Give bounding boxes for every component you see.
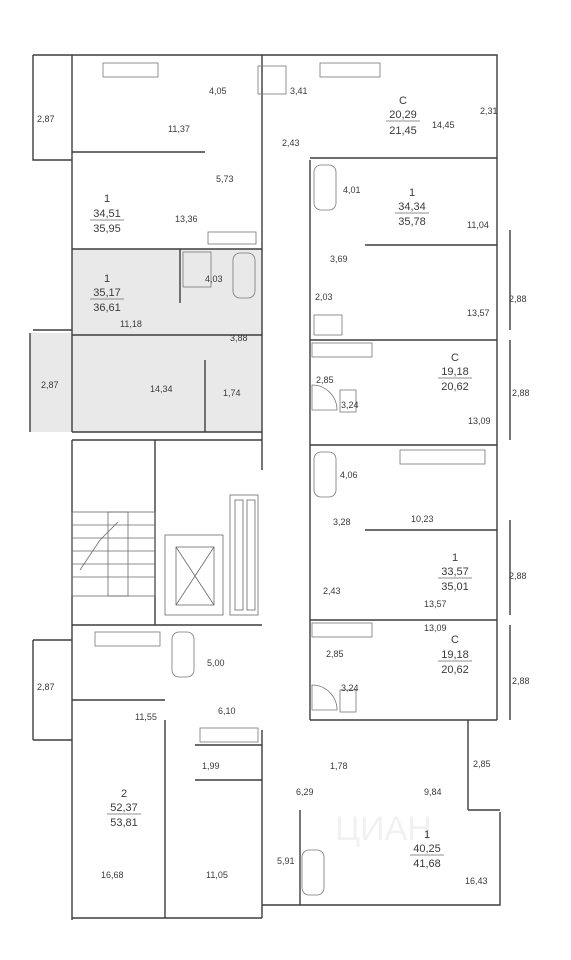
apartment-type: С bbox=[451, 352, 459, 364]
total-area: 36,61 bbox=[93, 302, 121, 314]
apartment-label-2: 2 52,37 53,81 bbox=[107, 788, 141, 829]
total-area: 21,45 bbox=[389, 125, 417, 137]
living-area: 35,17 bbox=[93, 287, 121, 299]
apartment-type: С bbox=[451, 634, 459, 646]
room-area: 14,45 bbox=[432, 120, 455, 130]
room-area: 10,23 bbox=[411, 514, 434, 524]
room-area: 11,37 bbox=[168, 124, 190, 134]
room-area: 2,88 bbox=[509, 571, 527, 581]
room-area: 3,41 bbox=[290, 86, 308, 96]
living-area: 33,57 bbox=[441, 566, 469, 578]
living-area: 19,18 bbox=[441, 649, 469, 661]
room-area: 2,87 bbox=[41, 380, 59, 390]
room-area: 2,88 bbox=[509, 294, 527, 304]
apartment-label-c-top: С 20,29 21,45 bbox=[386, 95, 420, 137]
room-area: 2,31 bbox=[480, 106, 498, 116]
selected-apartment-highlight bbox=[30, 249, 262, 432]
room-area: 3,88 bbox=[230, 333, 248, 343]
total-area: 20,62 bbox=[441, 381, 469, 393]
room-area: 6,10 bbox=[218, 706, 236, 716]
living-area: 34,34 bbox=[398, 201, 426, 213]
room-area: 1,74 bbox=[223, 388, 241, 398]
total-area: 35,01 bbox=[441, 581, 469, 593]
total-area: 35,78 bbox=[398, 216, 426, 228]
room-area: 5,00 bbox=[207, 658, 225, 668]
room-area: 13,36 bbox=[175, 214, 198, 224]
room-area: 13,57 bbox=[424, 599, 447, 609]
room-area: 3,24 bbox=[341, 683, 359, 693]
room-area: 13,57 bbox=[467, 308, 490, 318]
apartment-label-1-b: 1 34,34 35,78 bbox=[395, 187, 429, 228]
fixtures bbox=[94, 62, 486, 896]
room-area: 5,73 bbox=[216, 174, 234, 184]
apartment-type: 1 bbox=[104, 273, 110, 285]
elevator-shaft bbox=[164, 494, 259, 616]
room-area: 1,78 bbox=[330, 761, 348, 771]
apartment-type: С bbox=[399, 95, 407, 107]
room-area: 2,85 bbox=[316, 375, 334, 385]
room-area: 16,43 bbox=[465, 876, 488, 886]
living-area: 40,25 bbox=[413, 843, 441, 855]
apartment-label-1-c: 1 33,57 35,01 bbox=[438, 552, 472, 593]
room-area: 2,88 bbox=[512, 676, 530, 686]
apartment-type: 1 bbox=[424, 829, 430, 841]
room-area-labels: 2,87 4,05 3,41 2,43 14,45 2,31 11,37 5,7… bbox=[37, 86, 530, 886]
apartment-label-1-d: 1 40,25 41,68 bbox=[410, 829, 444, 870]
room-area: 9,84 bbox=[424, 787, 442, 797]
room-area: 4,06 bbox=[340, 470, 358, 480]
watermark: ЦИАН bbox=[335, 810, 432, 848]
apartment-label-1-a: 1 34,51 35,95 bbox=[90, 193, 124, 235]
room-area: 6,29 bbox=[296, 787, 314, 797]
apartment-type: 2 bbox=[121, 788, 127, 800]
room-area: 1,99 bbox=[202, 761, 220, 771]
living-area: 19,18 bbox=[441, 366, 469, 378]
room-area: 2,88 bbox=[512, 388, 530, 398]
total-area: 53,81 bbox=[110, 817, 138, 829]
total-area: 41,68 bbox=[413, 858, 441, 870]
living-area: 20,29 bbox=[389, 109, 417, 121]
staircase bbox=[71, 511, 156, 597]
room-area: 2,85 bbox=[473, 759, 491, 769]
room-area: 3,28 bbox=[333, 517, 351, 527]
living-area: 52,37 bbox=[110, 802, 138, 814]
room-area: 2,43 bbox=[282, 138, 300, 148]
room-area: 3,24 bbox=[341, 400, 359, 410]
apartment-type: 1 bbox=[452, 552, 458, 564]
total-area: 20,62 bbox=[441, 664, 469, 676]
apartment-label-1-selected: 1 35,17 36,61 bbox=[90, 273, 124, 314]
room-area: 4,05 bbox=[209, 86, 227, 96]
room-area: 2,87 bbox=[37, 682, 55, 692]
room-area: 11,18 bbox=[120, 319, 142, 329]
room-area: 13,09 bbox=[424, 623, 447, 633]
room-area: 2,87 bbox=[37, 114, 55, 124]
room-area: 2,03 bbox=[315, 292, 333, 302]
total-area: 35,95 bbox=[93, 223, 121, 235]
room-area: 3,69 bbox=[330, 254, 348, 264]
building-outline bbox=[29, 54, 511, 920]
room-area: 16,68 bbox=[101, 870, 124, 880]
apartment-labels: С 20,29 21,45 1 34,51 35,95 1 34,34 35,7… bbox=[90, 95, 472, 870]
room-area: 2,43 bbox=[323, 586, 341, 596]
room-area: 13,09 bbox=[468, 416, 491, 426]
apartment-label-c-low: С 19,18 20,62 bbox=[438, 634, 472, 676]
apartment-type: 1 bbox=[409, 187, 415, 199]
room-area: 11,55 bbox=[135, 712, 157, 722]
room-area: 5,91 bbox=[277, 856, 295, 866]
room-area: 14,34 bbox=[150, 384, 173, 394]
internal-walls bbox=[72, 151, 497, 918]
room-area: 11,04 bbox=[467, 220, 489, 230]
living-area: 34,51 bbox=[93, 208, 121, 220]
apartment-type: 1 bbox=[104, 193, 110, 205]
room-area: 2,85 bbox=[326, 649, 344, 659]
apartment-label-c-mid: С 19,18 20,62 bbox=[438, 352, 472, 393]
room-area: 11,05 bbox=[206, 870, 228, 880]
room-area: 4,03 bbox=[205, 274, 223, 284]
room-area: 4,01 bbox=[343, 185, 361, 195]
